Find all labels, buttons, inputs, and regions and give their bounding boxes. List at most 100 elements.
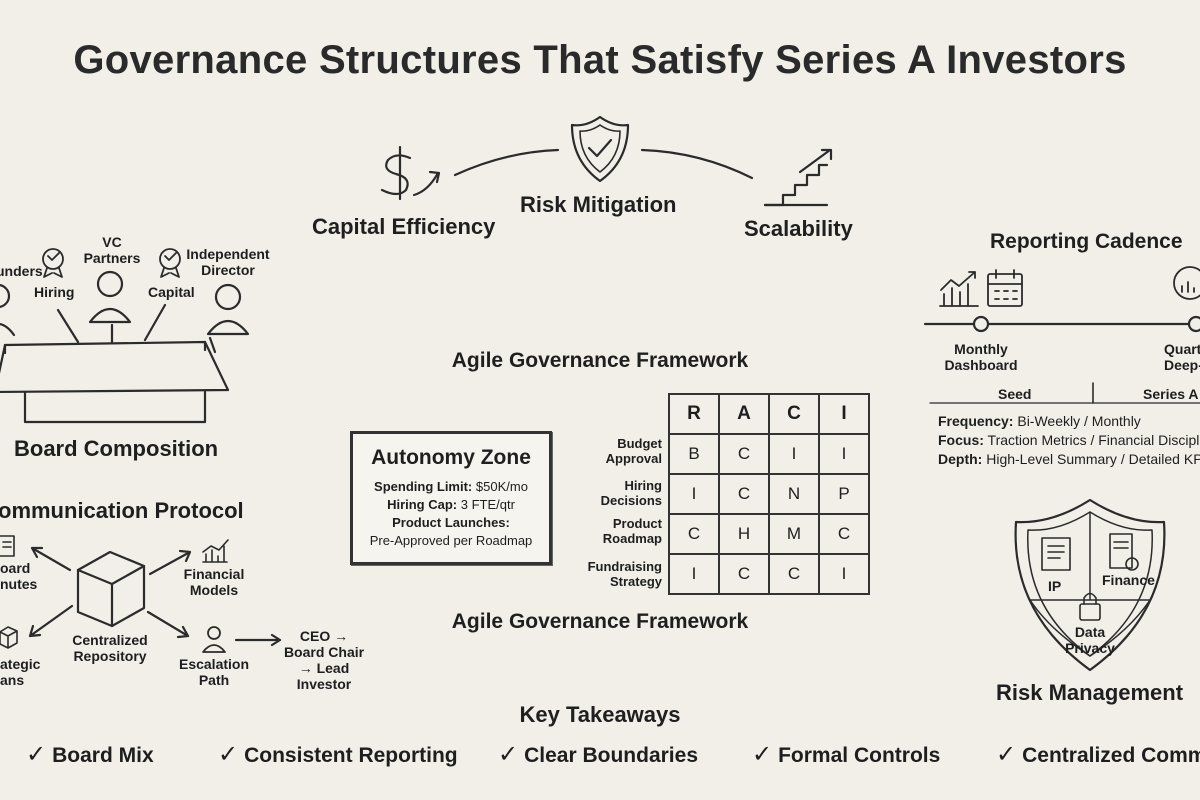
communication-protocol-heading: ommunication Protocol xyxy=(0,498,244,523)
check-icon: ✓ xyxy=(498,741,519,768)
raci-row-label-0-line1: Budget xyxy=(617,436,662,451)
hiring-cap-value: 3 FTE/qtr xyxy=(460,497,515,512)
cadence-focus-row: Focus: Traction Metrics / Financial Disc… xyxy=(938,431,1200,450)
board-independent-label: Independent Director xyxy=(186,246,270,278)
framework-heading-bottom: Agile Governance Framework xyxy=(451,610,749,633)
dashboard-gauge-icon xyxy=(1173,266,1200,300)
depth-label: Depth: xyxy=(938,451,983,467)
hiring-cap-label: Hiring Cap: xyxy=(387,497,458,512)
raci-row-label-0: Budget Approval xyxy=(578,436,662,466)
escalation-line2: Path xyxy=(198,672,230,688)
raci-cell: I xyxy=(818,433,870,475)
repository-line2: Repository xyxy=(73,648,147,664)
raci-cell: C xyxy=(718,473,770,515)
escalation-chain: CEO → Board Chair → Lead Investor xyxy=(276,628,372,692)
risk-ip-label: IP xyxy=(1048,578,1062,594)
hiring-cap-row: Hiring Cap: 3 FTE/qtr xyxy=(353,496,549,514)
risk-data-privacy-label: Data Privacy xyxy=(1060,624,1120,656)
board-minutes-label: oard nutes xyxy=(0,560,37,592)
takeaway-consistent-reporting: ✓Consistent Reporting xyxy=(218,740,458,769)
spending-limit-label: Spending Limit: xyxy=(374,479,473,494)
risk-shield-drawing xyxy=(1014,498,1166,672)
board-vc-line2: Partners xyxy=(83,250,141,266)
takeaway-formal-controls: ✓Formal Controls xyxy=(752,740,940,769)
raci-row-label-0-line2: Approval xyxy=(605,451,662,466)
raci-cell: I xyxy=(668,553,720,595)
pillar-capital-efficiency: Capital Efficiency xyxy=(312,214,496,239)
raci-header-r: R xyxy=(668,393,720,435)
takeaway-label: Formal Controls xyxy=(778,744,941,767)
pillar-scalability: Scalability xyxy=(744,216,853,241)
raci-row-label-2: Product Roadmap xyxy=(578,516,662,546)
key-takeaways-heading: Key Takeaways xyxy=(519,702,681,727)
raci-cell: C xyxy=(818,513,870,555)
raci-cell: I xyxy=(818,553,870,595)
check-icon: ✓ xyxy=(996,741,1017,768)
raci-row-label-2-line2: Roadmap xyxy=(602,531,662,546)
product-launches-value: Pre-Approved per Roadmap xyxy=(369,533,533,548)
raci-row: I C N P xyxy=(668,473,870,515)
raci-header-i: I xyxy=(818,393,870,435)
page-title: Governance Structures That Satisfy Serie… xyxy=(73,38,1127,82)
reporting-cadence-heading: Reporting Cadence xyxy=(990,230,1183,253)
doc-icon xyxy=(0,535,15,557)
raci-cell: P xyxy=(818,473,870,515)
raci-matrix: R A C I B C I I I C N P C H M C I C C I xyxy=(668,393,870,595)
stage-series-a-label: Series A xyxy=(1143,386,1199,402)
focus-value: Traction Metrics / Financial Disciplin xyxy=(987,432,1200,448)
frequency-label: Frequency: xyxy=(938,413,1014,429)
raci-cell: C xyxy=(718,553,770,595)
risk-management-heading: Risk Management xyxy=(996,680,1184,705)
stage-seed-label: Seed xyxy=(998,386,1032,402)
cadence-frequency-row: Frequency: Bi-Weekly / Monthly xyxy=(938,412,1200,431)
board-founders-label: unders xyxy=(0,263,43,279)
raci-cell: C xyxy=(768,553,820,595)
raci-header-c: C xyxy=(768,393,820,435)
raci-row-label-1: Hiring Decisions xyxy=(578,478,662,508)
raci-row: B C I I xyxy=(668,433,870,475)
raci-row-label-3-line2: Strategy xyxy=(609,574,662,589)
data-privacy-line2: Privacy xyxy=(1065,640,1115,656)
quarterly-line1: Quart xyxy=(1164,341,1200,357)
escalation-path-label: Escalation Path xyxy=(176,656,252,688)
takeaway-label: Clear Boundaries xyxy=(524,744,698,767)
finance-doc-icon xyxy=(1109,533,1139,571)
quarterly-deep-dive-label: Quart Deep- xyxy=(1164,341,1200,373)
cadence-details: Frequency: Bi-Weekly / Monthly Focus: Tr… xyxy=(938,412,1200,469)
strategic-line2: ans xyxy=(0,672,25,688)
strategic-line1: ategic xyxy=(0,656,41,672)
repository-line1: Centralized xyxy=(72,632,148,648)
stairs-growth-icon xyxy=(763,148,833,207)
check-icon: ✓ xyxy=(752,741,773,768)
frequency-value: Bi-Weekly / Monthly xyxy=(1017,413,1141,429)
lock-icon xyxy=(1079,592,1101,621)
raci-cell: C xyxy=(718,433,770,475)
focus-label: Focus: xyxy=(938,432,984,448)
calendar-icon xyxy=(987,269,1023,307)
escalation-line1: Escalation xyxy=(178,656,250,672)
person-icons xyxy=(0,270,250,354)
risk-finance-label: Finance xyxy=(1102,572,1155,588)
raci-row: C H M C xyxy=(668,513,870,555)
takeaway-label: Centralized Comms xyxy=(1022,744,1200,767)
takeaway-label: Board Mix xyxy=(52,744,154,767)
monthly-dashboard-label: Monthly Dashboard xyxy=(936,341,1026,373)
autonomy-zone-details: Spending Limit: $50K/mo Hiring Cap: 3 FT… xyxy=(353,478,549,550)
financial-models-line1: Financial xyxy=(183,566,245,582)
escalation-chain-line2: Board Chair xyxy=(283,644,365,660)
quarterly-line2: Deep- xyxy=(1164,357,1200,373)
data-privacy-line1: Data xyxy=(1074,624,1106,640)
board-vc-line1: VC xyxy=(102,234,122,250)
takeaway-centralized-comms: ✓Centralized Comms xyxy=(996,740,1200,769)
monthly-dashboard-line2: Dashboard xyxy=(944,357,1018,373)
raci-header-a: A xyxy=(718,393,770,435)
board-independent-line2: Director xyxy=(201,262,255,278)
framework-heading-top: Agile Governance Framework xyxy=(451,349,749,372)
raci-row-label-1-line1: Hiring xyxy=(624,478,662,493)
board-table-drawing xyxy=(0,340,230,424)
pillar-risk-mitigation: Risk Mitigation xyxy=(520,192,677,217)
financial-models-line2: Models xyxy=(189,582,239,598)
product-launches-row: Product Launches: xyxy=(353,514,549,532)
check-icon: ✓ xyxy=(26,741,47,768)
